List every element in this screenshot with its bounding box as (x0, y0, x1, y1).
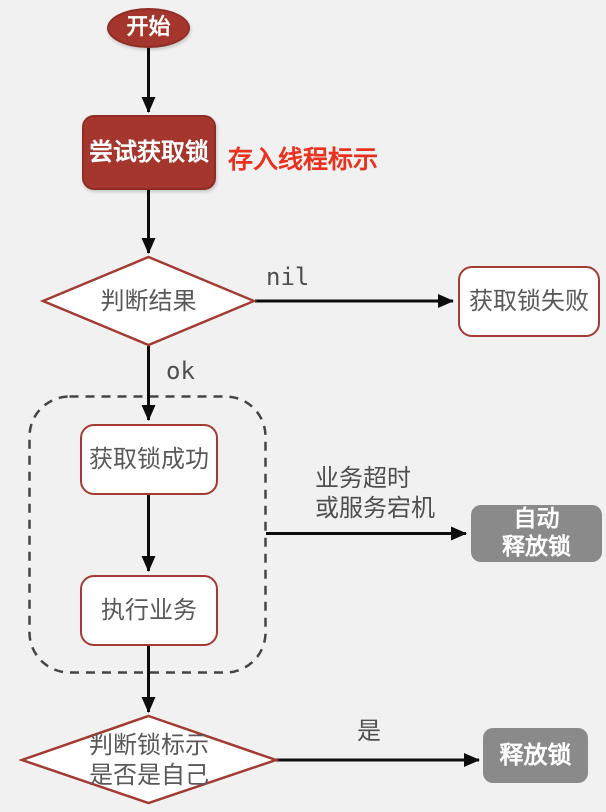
edge-label-timeout-line2: 或服务宕机 (315, 494, 435, 522)
auto-release-label-line2: 释放锁 (502, 533, 571, 560)
execute-business-node: 执行业务 (80, 575, 218, 646)
lock-success-label: 获取锁成功 (89, 444, 209, 473)
edge-label-nil: nil (266, 263, 310, 291)
lock-failed-node: 获取锁失败 (458, 266, 600, 337)
edge-label-timeout: 业务超时 或服务宕机 (315, 463, 435, 523)
try-lock-node: 尝试获取锁 (82, 115, 216, 190)
release-lock-label: 释放锁 (499, 741, 572, 770)
start-node: 开始 (107, 8, 190, 48)
edge-label-ok: ok (166, 357, 195, 385)
edge-label-timeout-line1: 业务超时 (315, 464, 411, 492)
edge-label-yes: 是 (357, 717, 381, 745)
lock-failed-label: 获取锁失败 (469, 286, 589, 315)
try-lock-label: 尝试获取锁 (89, 137, 209, 166)
auto-release-node: 自动 释放锁 (471, 505, 602, 562)
judge-owner-label-line2: 是否是自己 (89, 760, 209, 789)
lock-success-node: 获取锁成功 (80, 424, 218, 495)
release-lock-node: 释放锁 (483, 728, 588, 783)
auto-release-label-line1: 自动 (513, 505, 560, 532)
start-label: 开始 (126, 15, 171, 41)
store-thread-id-annotation: 存入线程标示 (228, 145, 379, 174)
execute-business-label: 执行业务 (101, 595, 197, 624)
judge-owner-label-line1: 判断锁标示 (89, 730, 209, 759)
judge-owner-label: 判断锁标示 是否是自己 (22, 716, 276, 803)
judge-result-label: 判断结果 (100, 287, 197, 315)
